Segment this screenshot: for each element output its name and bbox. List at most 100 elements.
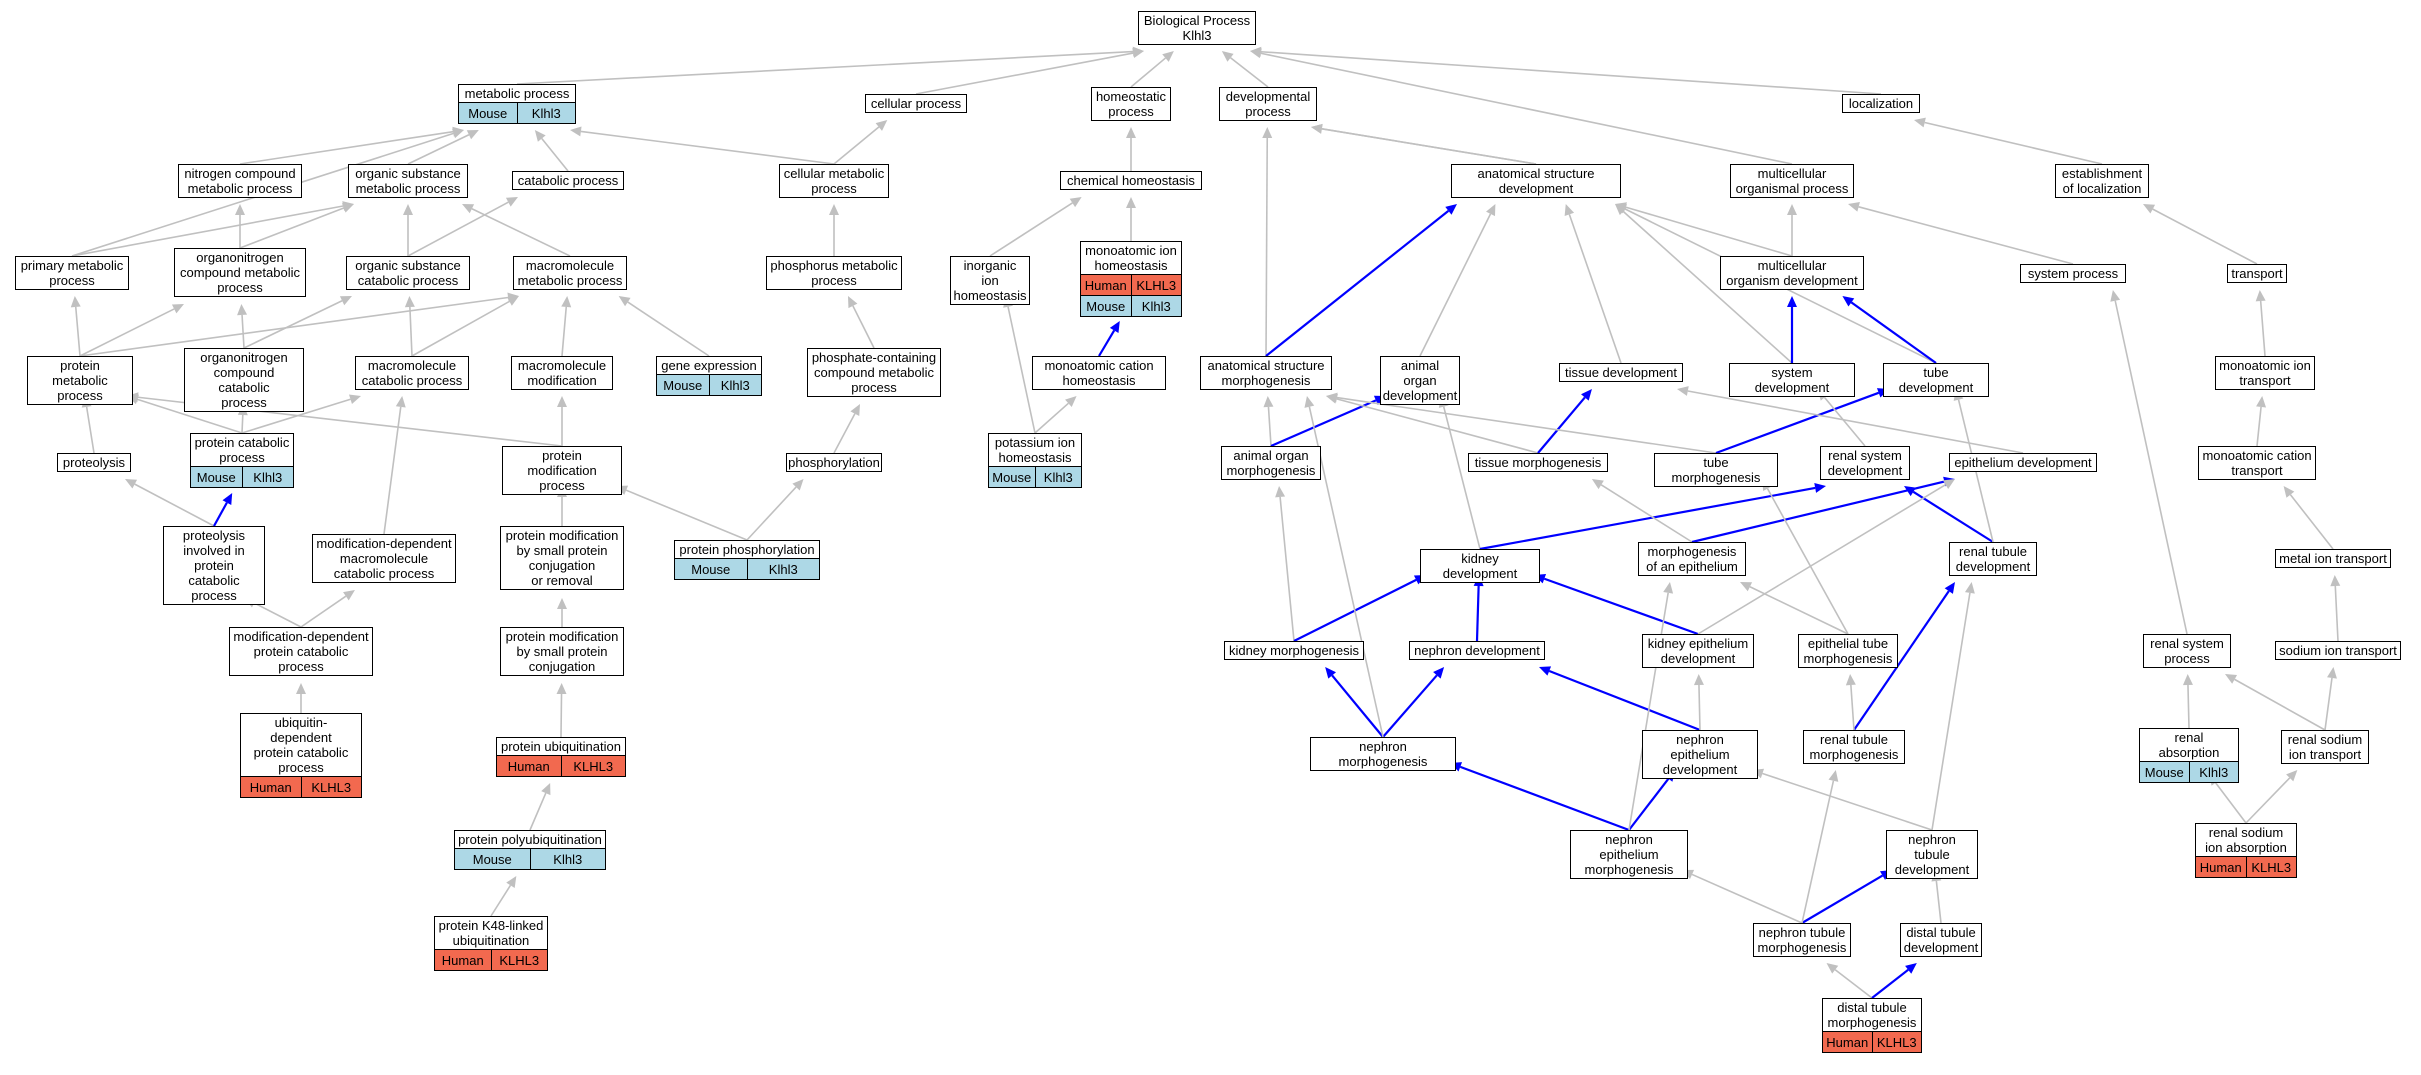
edge-metal_ion_transport-to-monoatomic_cation_transport bbox=[2289, 494, 2334, 550]
go-term-organonitro-met[interactable]: organonitrogen compound metabolic proces… bbox=[174, 248, 306, 297]
go-term-ubiquitin-dep[interactable]: ubiquitin-dependent protein catabolic pr… bbox=[240, 713, 362, 798]
go-term-nephron-dev[interactable]: nephron development bbox=[1409, 641, 1545, 660]
go-term-phosphate-met[interactable]: phosphate-containing compound metabolic … bbox=[807, 348, 941, 397]
edge-renal_sodium_transport-to-sodium_ion_transport bbox=[2324, 677, 2333, 731]
go-term-label: protein modification by small protein co… bbox=[505, 629, 619, 674]
go-term-distal-tubule-dev[interactable]: distal tubule development bbox=[1900, 923, 1982, 957]
go-term-renal-sys-process[interactable]: renal system process bbox=[2143, 634, 2231, 668]
go-term-phosphorus-met[interactable]: phosphorus metabolic process bbox=[766, 256, 902, 290]
go-term-mod-dep-protein-cat[interactable]: modification-dependent protein catabolic… bbox=[229, 627, 373, 676]
go-term-catabolic[interactable]: catabolic process bbox=[512, 171, 624, 190]
go-term-chem-homeo[interactable]: chemical homeostasis bbox=[1060, 171, 1202, 190]
go-term-nephron-epith-dev[interactable]: nephron epithelium development bbox=[1642, 730, 1758, 779]
go-term-nephron-tubule-dev[interactable]: nephron tubule development bbox=[1886, 830, 1978, 879]
go-term-system-process[interactable]: system process bbox=[2020, 264, 2126, 283]
go-term-nitrogen-cmp[interactable]: nitrogen compound metabolic process bbox=[178, 164, 302, 198]
go-term-monoatomic-cation-homeo[interactable]: monoatomic cation homeostasis bbox=[1032, 356, 1166, 390]
edge-arrowhead bbox=[1848, 202, 1860, 212]
edge-nephron_morph-to-kidney_morph bbox=[1331, 674, 1384, 738]
go-term-sodium-ion-transport[interactable]: sodium ion transport bbox=[2275, 641, 2401, 660]
gene-label: KLHL3 bbox=[490, 950, 548, 970]
go-term-kidney-morph[interactable]: kidney morphogenesis bbox=[1224, 641, 1364, 660]
edge-arrowhead bbox=[1787, 204, 1797, 215]
go-term-macromol-met[interactable]: macromolecule metabolic process bbox=[513, 256, 627, 290]
go-term-epith-tube-morph[interactable]: epithelial tube morphogenesis bbox=[1798, 634, 1898, 668]
go-term-transport[interactable]: transport bbox=[2227, 264, 2287, 283]
go-term-organic-cat[interactable]: organic substance catabolic process bbox=[346, 256, 470, 290]
go-term-system-dev[interactable]: system development bbox=[1729, 363, 1855, 397]
edge-nephron_morph-to-nephron_dev bbox=[1382, 674, 1438, 738]
go-term-anat-morph[interactable]: anatomical structure morphogenesis bbox=[1200, 356, 1332, 390]
go-term-renal-sys-dev[interactable]: renal system development bbox=[1820, 446, 1910, 480]
go-term-animal-organ-dev[interactable]: animal organ development bbox=[1380, 356, 1460, 405]
go-term-homeostatic[interactable]: homeostatic process bbox=[1091, 87, 1171, 121]
go-term-cellular-met[interactable]: cellular metabolic process bbox=[779, 164, 889, 198]
go-term-protein-mod[interactable]: protein modification process bbox=[502, 446, 622, 495]
edge-arrowhead bbox=[1126, 197, 1136, 208]
go-term-establish-loc[interactable]: establishment of localization bbox=[2055, 164, 2149, 198]
go-term-proteolysis[interactable]: proteolysis bbox=[57, 453, 131, 472]
go-term-tube-morph[interactable]: tube morphogenesis bbox=[1654, 453, 1778, 487]
edge-arrowhead bbox=[534, 130, 546, 142]
go-term-kidney-dev[interactable]: kidney development bbox=[1420, 549, 1540, 583]
go-term-primary-met[interactable]: primary metabolic process bbox=[15, 256, 129, 290]
go-term-proteolysis-cat[interactable]: proteolysis involved in protein cataboli… bbox=[163, 526, 265, 605]
go-term-monoatomic-cation-transport[interactable]: monoatomic cation transport bbox=[2198, 446, 2316, 480]
go-term-anat-dev[interactable]: anatomical structure development bbox=[1451, 164, 1621, 198]
go-term-monoatomic-ion-transport[interactable]: monoatomic ion transport bbox=[2215, 356, 2315, 390]
go-term-macromol-mod[interactable]: macromolecule modification bbox=[511, 356, 613, 390]
go-term-renal-sodium-transport[interactable]: renal sodium ion transport bbox=[2281, 730, 2369, 764]
go-term-nephron-tubule-morph[interactable]: nephron tubule morphogenesis bbox=[1753, 923, 1851, 957]
go-term-multicell-dev[interactable]: multicellular organism development bbox=[1720, 256, 1864, 290]
go-term-animal-organ-morph[interactable]: animal organ morphogenesis bbox=[1221, 446, 1321, 480]
go-term-protein-mod-conj[interactable]: protein modification by small protein co… bbox=[500, 627, 624, 676]
go-term-cellular[interactable]: cellular process bbox=[865, 94, 967, 113]
go-term-tissue-dev[interactable]: tissue development bbox=[1559, 363, 1683, 382]
go-term-renal-tubule-dev[interactable]: renal tubule development bbox=[1949, 542, 2037, 576]
go-term-epith-dev[interactable]: epithelium development bbox=[1949, 453, 2097, 472]
go-term-multicell-org[interactable]: multicellular organismal process bbox=[1730, 164, 1854, 198]
go-term-mod-dep-macro-cat[interactable]: modification-dependent macromolecule cat… bbox=[312, 534, 456, 583]
go-term-developmental[interactable]: developmental process bbox=[1219, 87, 1317, 121]
go-term-phosphorylation[interactable]: phosphorylation bbox=[786, 453, 882, 472]
edge-arrowhead bbox=[1564, 204, 1575, 217]
go-term-tube-dev[interactable]: tube development bbox=[1883, 363, 1989, 397]
go-term-label: nephron epithelium development bbox=[1662, 732, 1738, 777]
go-term-organic-sub[interactable]: organic substance metabolic process bbox=[348, 164, 468, 198]
go-term-inorg-ion-homeo[interactable]: inorganic ion homeostasis bbox=[950, 256, 1030, 305]
go-term-metal-ion-transport[interactable]: metal ion transport bbox=[2275, 549, 2391, 568]
go-term-organonitro-cat[interactable]: organonitrogen compound catabolic proces… bbox=[184, 348, 304, 412]
go-term-renal-tubule-morph[interactable]: renal tubule morphogenesis bbox=[1803, 730, 1905, 764]
go-term-tissue-morph[interactable]: tissue morphogenesis bbox=[1468, 453, 1608, 472]
edge-renal_sys_dev-to-system_dev bbox=[1823, 396, 1866, 447]
go-term-macromol-cat[interactable]: macromolecule catabolic process bbox=[355, 356, 469, 390]
edge-arrowhead bbox=[171, 304, 184, 314]
edge-kidney_epith_dev-to-kidney_dev bbox=[1543, 577, 1699, 636]
edge-macromol_cat-to-organic_cat bbox=[409, 306, 413, 357]
go-term-nephron-epith-morph[interactable]: nephron epithelium morphogenesis bbox=[1570, 830, 1688, 879]
go-term-root[interactable]: Biological Process Klhl3 bbox=[1138, 11, 1256, 45]
go-term-kidney-epith-dev[interactable]: kidney epithelium development bbox=[1642, 634, 1754, 668]
edge-cellular-to-root bbox=[915, 52, 1134, 95]
go-term-protein-mod-small[interactable]: protein modification by small protein co… bbox=[500, 526, 624, 590]
edge-distal_tubule_morph-to-nephron_tubule_morph bbox=[1834, 969, 1873, 999]
go-term-protein-met[interactable]: protein metabolic process bbox=[27, 356, 133, 405]
go-term-label: phosphorylation bbox=[788, 455, 880, 470]
go-term-nephron-morph[interactable]: nephron morphogenesis bbox=[1310, 737, 1456, 771]
go-term-morph-epith[interactable]: morphogenesis of an epithelium bbox=[1638, 542, 1746, 576]
go-term-localization[interactable]: localization bbox=[1842, 94, 1920, 113]
